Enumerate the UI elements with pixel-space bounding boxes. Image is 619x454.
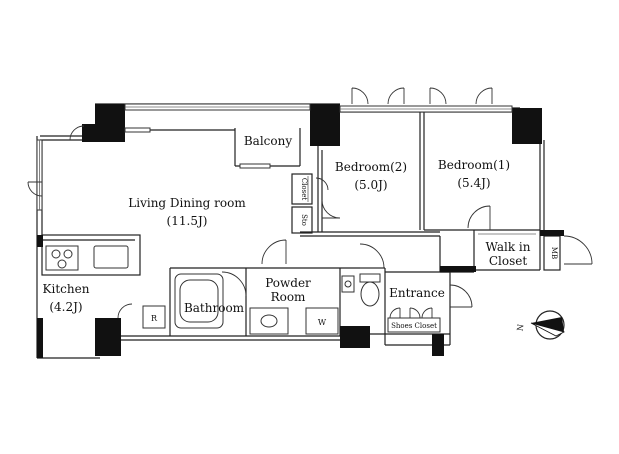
washer-box bbox=[305, 307, 339, 335]
label-bedroom1-name: Bedroom(1) bbox=[438, 158, 510, 172]
kitchen-sink bbox=[93, 245, 129, 269]
label-closet: Closet bbox=[300, 178, 308, 201]
burner-2 bbox=[63, 249, 73, 259]
label-mb: MB bbox=[550, 247, 558, 259]
toilet-sink-bowl bbox=[344, 280, 352, 288]
column-bottom-middle bbox=[340, 326, 370, 348]
burner-1 bbox=[51, 249, 61, 259]
wall-left-segment bbox=[37, 235, 43, 247]
compass: N bbox=[515, 310, 566, 340]
compass-north-label: N bbox=[515, 323, 525, 331]
label-storage: Sto bbox=[300, 214, 308, 226]
fixtures bbox=[45, 176, 536, 335]
windows bbox=[36, 103, 513, 211]
wall-bed-bottom bbox=[440, 266, 476, 272]
label-kitchen-name: Kitchen bbox=[43, 282, 90, 296]
column-top-right bbox=[512, 108, 542, 144]
wall-right-lower bbox=[540, 230, 564, 236]
label-entrance: Entrance bbox=[389, 286, 445, 300]
wall-top-left-corner bbox=[82, 124, 98, 142]
compass-arrow-light bbox=[530, 322, 566, 337]
toilet-bowl bbox=[360, 281, 380, 307]
stove bbox=[45, 245, 79, 271]
column-top-left bbox=[95, 104, 125, 142]
bathtub-inner bbox=[179, 279, 219, 323]
label-powder-line1: Powder bbox=[265, 276, 311, 290]
label-balcony: Balcony bbox=[244, 134, 292, 148]
shoes-closet-box bbox=[387, 317, 441, 333]
label-walk-in-line1: Walk in bbox=[486, 240, 531, 254]
label-living-name: Living Dining room bbox=[128, 196, 246, 210]
label-washer: W bbox=[318, 318, 327, 327]
column-bottom-left bbox=[95, 318, 121, 356]
compass-arrow-icon bbox=[531, 317, 564, 332]
label-bedroom2-name: Bedroom(2) bbox=[335, 160, 407, 174]
label-bedroom1-size: (5.4J) bbox=[457, 176, 490, 190]
washbasin-bowl bbox=[260, 314, 278, 328]
wall-left-lower bbox=[37, 318, 43, 358]
doors bbox=[27, 87, 593, 319]
label-shoes-closet: Shoes Closet bbox=[391, 322, 437, 330]
column-balcony-right bbox=[310, 104, 340, 146]
refrigerator-box bbox=[142, 305, 166, 329]
label-living-size: (11.5J) bbox=[167, 214, 208, 228]
structural-columns bbox=[37, 104, 564, 358]
label-walk-in-line2: Closet bbox=[489, 254, 528, 268]
label-bedroom2-size: (5.0J) bbox=[354, 178, 387, 192]
wall-entrance-bottom bbox=[432, 334, 444, 356]
label-refrigerator: R bbox=[151, 314, 158, 323]
label-bathroom: Bathroom bbox=[184, 301, 245, 315]
label-powder-line2: Room bbox=[271, 290, 306, 304]
label-kitchen-size: (4.2J) bbox=[49, 300, 82, 314]
burner-3 bbox=[57, 259, 67, 269]
room-labels: Balcony Bedroom(2) (5.0J) Bedroom(1) (5.… bbox=[43, 134, 558, 330]
window-kitchen-sash bbox=[124, 127, 151, 133]
toilet-tank bbox=[359, 273, 381, 283]
window-balcony-sash bbox=[239, 163, 271, 169]
